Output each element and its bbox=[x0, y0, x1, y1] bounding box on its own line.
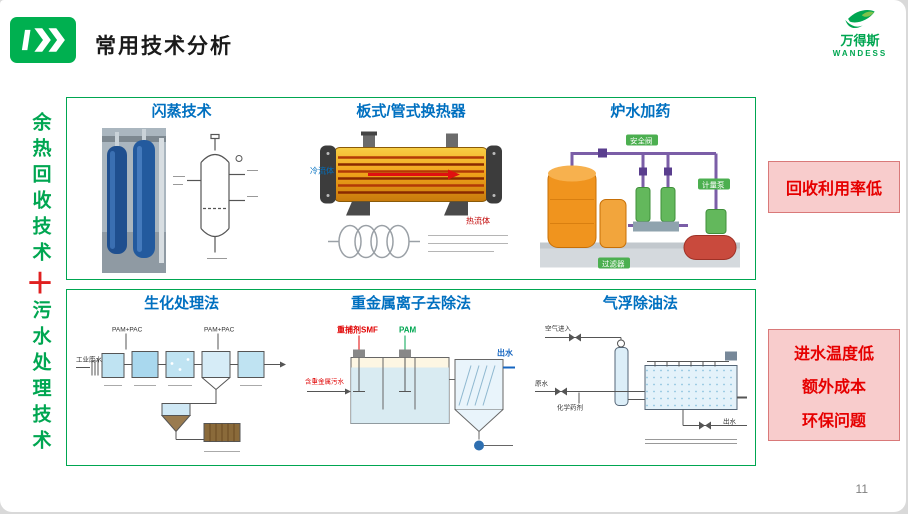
chemical-label: 化学药剂 bbox=[557, 402, 583, 411]
flash-images bbox=[102, 121, 262, 279]
cell-heavy-metal: 重金属离子去除法 重捕剂SMF PAM 含重金属污水 bbox=[296, 290, 525, 465]
dosing-image-wrap: 安全阀 计量泵 过滤器 bbox=[537, 121, 743, 279]
bio-title: 生化处理法 bbox=[144, 295, 220, 312]
metering-pump-label: 计量泵 bbox=[702, 180, 725, 190]
callout-2-line-2: 额外成本 bbox=[801, 379, 866, 396]
hot-fluid-label: 热流体 bbox=[466, 216, 490, 226]
cell-biochemical: 生化处理法 工业废水 PAM+PAC PAM+PAC bbox=[67, 290, 296, 465]
filter-label: 过滤器 bbox=[602, 259, 625, 269]
raw-water-label: 原水 bbox=[535, 378, 549, 387]
wandess-logo-icon bbox=[845, 9, 875, 29]
callout-2-line-3: 环保问题 bbox=[801, 412, 866, 430]
cold-fluid-label: 冷流体 bbox=[310, 166, 334, 176]
dosing-title: 炉水加药 bbox=[610, 103, 671, 120]
bio-image-wrap: 工业废水 PAM+PAC PAM+PAC bbox=[74, 313, 290, 465]
flash-title: 闪蒸技术 bbox=[151, 103, 212, 120]
heavy-metal-image-wrap: 重捕剂SMF PAM 含重金属污水 bbox=[303, 313, 519, 465]
air-in-label: 空气进入 bbox=[545, 323, 572, 332]
waste-heat-technologies-box: 闪蒸技术 bbox=[66, 97, 756, 280]
label-sewage-treatment: 污水处理技术 bbox=[29, 300, 51, 456]
cell-boiler-dosing: 炉水加药 bbox=[526, 98, 755, 279]
pam-label: PAM bbox=[399, 325, 417, 334]
left-rail: 余热回收技术 ＋ 污水处理技术 bbox=[20, 112, 60, 456]
logo-en-text: WANDESS bbox=[832, 49, 888, 59]
callout-low-recovery-rate: 回收利用率低 bbox=[768, 161, 900, 213]
flash-photo-image bbox=[102, 127, 167, 273]
page-title: 常用技术分析 bbox=[95, 35, 233, 58]
agent-label: 重捕剂SMF bbox=[337, 324, 378, 334]
callout-1-text: 回收利用率低 bbox=[785, 181, 882, 198]
cell-air-flotation: 气浮除油法 空气进入 原水 bbox=[526, 290, 755, 465]
bio-dosing-label-1: PAM+PAC bbox=[112, 326, 143, 333]
heat-exchanger-image: 冷流体 热流体 bbox=[308, 127, 514, 273]
bio-dosing-label-2: PAM+PAC bbox=[204, 326, 235, 333]
page-number: 11 bbox=[855, 482, 868, 496]
dosing-system-image: 安全阀 计量泵 过滤器 bbox=[537, 127, 743, 273]
heavy-metal-influent-label: 含重金属污水 bbox=[305, 376, 345, 385]
heavy-metal-effluent-label: 出水 bbox=[497, 347, 514, 357]
sewage-technologies-box: 生化处理法 工业废水 PAM+PAC PAM+PAC bbox=[66, 289, 756, 466]
flotation-effluent-label: 出水 bbox=[723, 416, 737, 425]
bio-influent-label: 工业废水 bbox=[76, 354, 103, 363]
exchanger-image-wrap: 冷流体 热流体 bbox=[308, 121, 514, 279]
safety-valve-label: 安全阀 bbox=[630, 136, 653, 146]
air-flotation-diagram: 空气进入 原水 化学药剂 出水 bbox=[532, 319, 748, 459]
chevrons-icon bbox=[21, 28, 65, 52]
plus-sign: ＋ bbox=[25, 268, 54, 299]
label-waste-heat-recovery: 余热回收技术 bbox=[29, 112, 51, 268]
logo-cn-text: 万得斯 bbox=[840, 33, 880, 49]
exchanger-title: 板式/管式换热器 bbox=[356, 103, 466, 120]
flotation-image-wrap: 空气进入 原水 化学药剂 出水 bbox=[532, 313, 748, 465]
callout-sewage-issues: 进水温度低 额外成本 环保问题 bbox=[768, 329, 900, 441]
chevron-badge bbox=[10, 17, 76, 63]
cell-flash-evaporation: 闪蒸技术 bbox=[67, 98, 296, 279]
flotation-title: 气浮除油法 bbox=[602, 295, 678, 312]
callout-2-line-1: 进水温度低 bbox=[793, 345, 874, 363]
wandess-logo: 万得斯 WANDESS bbox=[826, 7, 894, 59]
cell-heat-exchanger: 板式/管式换热器 bbox=[296, 98, 525, 279]
heavy-metal-diagram: 重捕剂SMF PAM 含重金属污水 bbox=[303, 319, 519, 459]
biochemical-flow-diagram: 工业废水 PAM+PAC PAM+PAC bbox=[74, 319, 290, 459]
flash-tank-diagram bbox=[169, 130, 262, 270]
heavy-metal-title: 重金属离子去除法 bbox=[350, 295, 471, 312]
